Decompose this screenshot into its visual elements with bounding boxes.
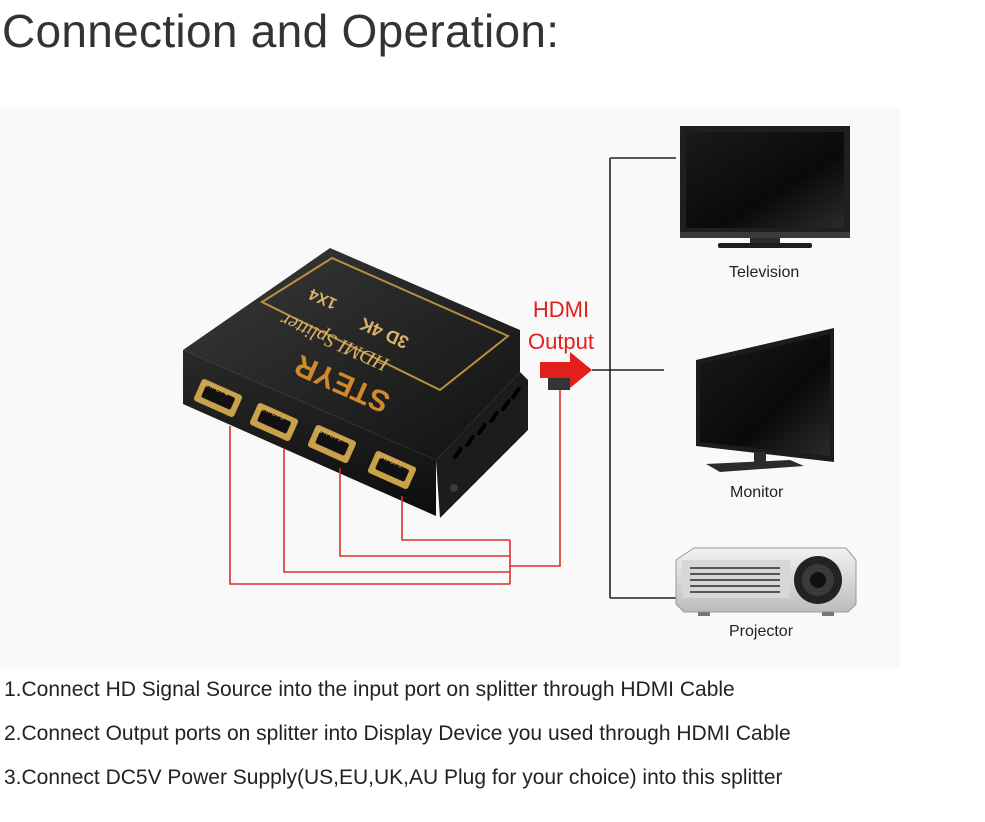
- splitter-screw: [450, 484, 458, 492]
- cable-connector: [548, 376, 570, 390]
- hdmi-output-line2: Output: [518, 326, 604, 358]
- distribution-lines: [592, 158, 676, 598]
- television-icon: [680, 126, 850, 248]
- step-3: 3.Connect DC5V Power Supply(US,EU,UK,AU …: [4, 764, 791, 808]
- television-label: Television: [729, 264, 799, 282]
- hdmi-output-line1: HDMI: [518, 294, 604, 326]
- projector-label: Projector: [729, 623, 793, 641]
- projector-icon: [676, 548, 856, 616]
- instruction-steps: 1.Connect HD Signal Source into the inpu…: [4, 676, 791, 808]
- monitor-icon: [696, 328, 834, 472]
- step-1: 1.Connect HD Signal Source into the inpu…: [4, 676, 791, 720]
- hdmi-output-label: HDMI Output: [518, 294, 604, 358]
- hdmi-splitter: STEYR HDMI Splitter 3D 4K 1X4 OUTPUT 4 O…: [183, 248, 528, 518]
- monitor-label: Monitor: [730, 484, 783, 502]
- step-2: 2.Connect Output ports on splitter into …: [4, 720, 791, 764]
